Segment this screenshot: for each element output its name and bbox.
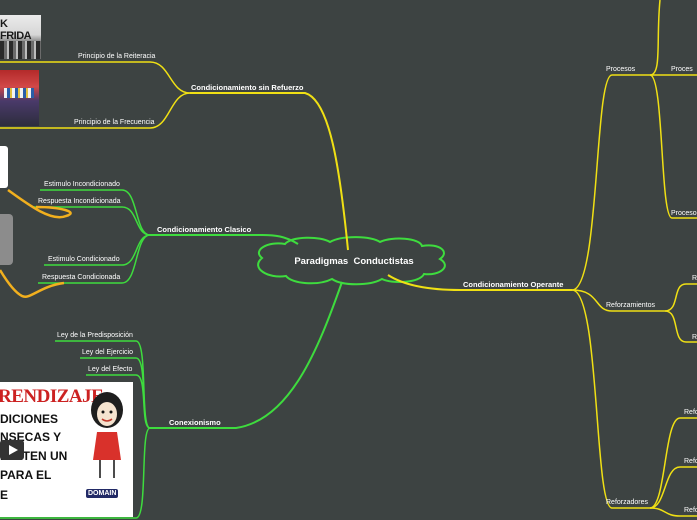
- node-ley-ejercicio[interactable]: Ley del Ejercicio: [82, 349, 133, 356]
- aprendizaje-video-thumbnail[interactable]: RENDIZAJE DICIONES NSECAS Y BILITEN UN P…: [0, 382, 133, 517]
- node-procesos[interactable]: Procesos: [606, 66, 636, 73]
- node-partial-r-1[interactable]: R: [692, 275, 697, 282]
- orange-link-lower: [0, 269, 65, 298]
- central-node-title[interactable]: Paradigmas Conductistas: [294, 256, 414, 267]
- node-partial-refo-3[interactable]: Refo: [684, 507, 697, 514]
- node-partial-refo-2[interactable]: Refo: [684, 458, 697, 465]
- node-clasico[interactable]: Condicionamiento Clasico: [157, 225, 252, 234]
- orange-link-upper: [7, 188, 72, 219]
- node-partial-proceso[interactable]: Proceso: [671, 210, 697, 217]
- connector-reforzamientos-low: [664, 310, 697, 343]
- connector-reforzadores-1: [649, 417, 697, 509]
- connector-conexionismo: [150, 281, 343, 429]
- crowd-photo-image[interactable]: K FRIDA: [0, 15, 41, 59]
- connector-reforzamientos-up: [664, 283, 697, 312]
- node-ley-predisposicion[interactable]: Ley de la Predisposición: [57, 332, 133, 339]
- connector-sin-refuerzo: [190, 92, 349, 251]
- connector-reforzamientos: [571, 289, 665, 312]
- node-partial-refo-1[interactable]: Refo: [684, 409, 697, 416]
- node-partial-proces[interactable]: Proces: [671, 66, 693, 73]
- connector-operante: [387, 274, 572, 291]
- connector-procesos: [571, 74, 650, 291]
- poster-line-1: DICIONES: [0, 412, 59, 426]
- crowd-sign-text: K FRIDA: [0, 18, 32, 42]
- node-estimulo-condicionado[interactable]: Estimulo Condicionado: [48, 256, 120, 263]
- poster-line-4: PARA EL: [0, 468, 52, 482]
- node-reforzadores[interactable]: Reforzadores: [606, 499, 649, 506]
- girl-cartoon-icon: [91, 392, 123, 478]
- connector-respuesta-incondicionada: [34, 206, 151, 236]
- node-sin-refuerzo[interactable]: Condicionamiento sin Refuerzo: [191, 83, 304, 92]
- poster-title: RENDIZAJE: [0, 386, 104, 407]
- connector-efecto: [86, 374, 151, 429]
- grey-card-image[interactable]: [0, 214, 13, 265]
- node-principio-frecuencia[interactable]: Principio de la Frecuencia: [74, 119, 155, 126]
- node-ley-efecto[interactable]: Ley del Efecto: [88, 366, 133, 373]
- connector-procesos-low: [649, 74, 697, 219]
- white-card-image[interactable]: [0, 146, 8, 188]
- node-respuesta-condicionada[interactable]: Respuesta Condicionada: [42, 274, 121, 281]
- node-operante[interactable]: Condicionamiento Operante: [463, 280, 564, 289]
- connector-reforzadores: [571, 289, 650, 509]
- connector-respuesta-condicionada: [38, 234, 151, 284]
- connector-frecuencia: [0, 92, 191, 129]
- connector-poster: [0, 427, 151, 519]
- central-node-cloud[interactable]: [257, 236, 446, 286]
- node-conexionismo[interactable]: Conexionismo: [169, 418, 221, 427]
- node-estimulo-incondicionado[interactable]: Estimulo Incondicionado: [44, 181, 120, 188]
- play-icon[interactable]: [0, 440, 24, 460]
- poster-line-5: E: [0, 488, 9, 502]
- connector-procesos-up: [649, 0, 661, 76]
- node-principio-reiteracia[interactable]: Principio de la Reiteracia: [78, 53, 156, 60]
- node-respuesta-incondicionada[interactable]: Respuesta Incondicionada: [38, 198, 121, 205]
- node-partial-r-2[interactable]: R: [692, 334, 697, 341]
- connector-reforzadores-3: [649, 507, 697, 517]
- crowd-people: [0, 41, 41, 59]
- protest-banner: [4, 88, 34, 98]
- node-reforzamientos[interactable]: Reforzamientos: [606, 302, 656, 309]
- connector-reforzadores-2: [649, 466, 697, 509]
- connector-clasico: [150, 234, 299, 245]
- poster-logo: DOMAIN: [86, 489, 119, 498]
- connector-reiteracia: [0, 61, 191, 94]
- protest-photo-image[interactable]: [0, 70, 39, 126]
